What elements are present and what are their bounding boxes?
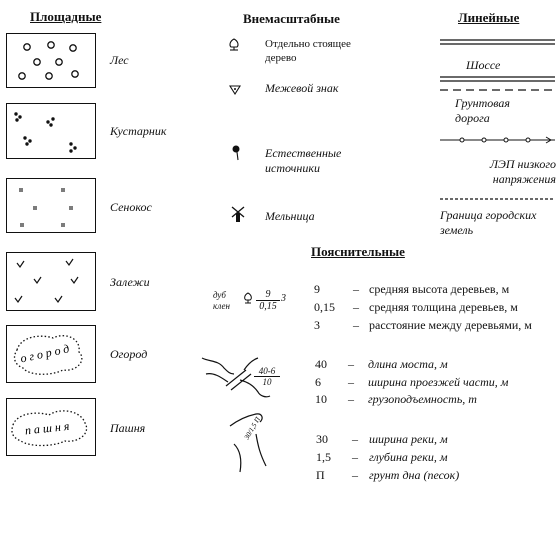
tree-row-dash: – [353, 318, 359, 332]
tree-row-dash: – [353, 300, 359, 314]
arable-inner-text: пашня [24, 419, 73, 438]
tree-formula-right: 3 [281, 293, 286, 304]
tree-formula-denominator: 0,15 [256, 300, 280, 312]
shrub-dots [14, 112, 77, 153]
vegetable-garden-symbol: огород [6, 325, 96, 383]
bridge-row-value: 10 [315, 392, 327, 406]
bridge-row-value: 6 [315, 375, 321, 389]
tree-row-dash: – [353, 282, 359, 296]
areal-label-arable-land: Пашня [110, 421, 146, 435]
river-row-value: П [316, 468, 325, 482]
tree-row-value: 3 [314, 318, 320, 332]
header-explanatory: Пояснительные [311, 244, 405, 259]
header-linear: Линейные [458, 10, 520, 25]
forest-circles [18, 41, 79, 80]
tree-row-value: 0,15 [314, 300, 335, 314]
forest-symbol [6, 33, 96, 88]
tree-formula-bottom-left: клен [213, 301, 230, 311]
bridge-row-value: 40 [315, 357, 327, 371]
linear-label-city-boundary: Граница городских земель [440, 208, 537, 237]
header-offscale: Внемасштабные [243, 11, 340, 26]
bridge-row-text: длина моста, м [368, 357, 448, 371]
tree-icon [229, 38, 239, 51]
shrub-symbol [6, 103, 96, 159]
hayfield-ticks [19, 188, 73, 227]
header-areal: Площадные [30, 9, 102, 24]
tree-formula-fraction: 9 0,15 [256, 289, 280, 312]
spring-icon [232, 145, 240, 161]
areal-label-hayfield: Сенокос [110, 200, 152, 214]
linear-label-dirt-road: Грунтовая дорога [455, 96, 510, 125]
areal-label-forest: Лес [110, 53, 129, 67]
tree-formula-numerator: 9 [265, 289, 271, 300]
bridge-row-dash: – [348, 357, 354, 371]
hayfield-symbol [6, 178, 96, 233]
bridge-icon [201, 357, 271, 398]
river-row-dash: – [352, 468, 358, 482]
linear-label-power-line: ЛЭП низкого напряжения [489, 157, 556, 186]
arable-outline: пашня [11, 410, 88, 447]
fallow-symbol [6, 252, 96, 311]
bridge-formula-numerator: 40-6 [258, 366, 276, 376]
tree-row-value: 9 [314, 282, 320, 296]
river-row-dash: – [352, 432, 358, 446]
river-row-text: ширина реки, м [369, 432, 448, 446]
river-row-text: глубина реки, м [369, 450, 448, 464]
fallow-checks [14, 258, 79, 304]
mill-icon [231, 206, 245, 222]
offscale-label-spring: Естественные источники [265, 146, 342, 175]
linear-label-highway: Шоссе [466, 58, 501, 72]
river-row-value: 30 [316, 432, 328, 446]
tree-row-text: расстояние между деревьями, м [369, 318, 532, 332]
garden-inner-text: огород [19, 341, 73, 366]
bridge-row-text: ширина проезжей части, м [368, 375, 509, 389]
river-row-text: грунт дна (песок) [369, 468, 460, 482]
areal-label-fallow: Залежи [110, 275, 150, 289]
road-line-top [440, 39, 555, 45]
bridge-row-text: грузоподъемность, т [368, 392, 477, 406]
bridge-formula-fraction: 40-6 10 [254, 366, 280, 387]
bridge-row-dash: – [348, 375, 354, 389]
bridge-formula-denominator: 10 [254, 376, 280, 387]
river-icon: 30/1,5 П [229, 413, 267, 473]
areal-label-vegetable-garden: Огород [110, 347, 148, 361]
city-boundary-icon [440, 198, 555, 200]
garden-outline: огород [13, 335, 83, 375]
tree-formula-labels: дуб клен [213, 290, 230, 312]
tree-row-text: средняя высота деревьев, м [369, 282, 510, 296]
tree-formula-icon [244, 292, 252, 304]
dirt-road-icon [440, 89, 555, 91]
power-line-icon [440, 136, 555, 144]
areal-label-shrub: Кустарник [110, 124, 167, 138]
tree-row-text: средняя толщина деревьев, м [369, 300, 518, 314]
offscale-label-boundary-mark: Межевой знак [265, 81, 339, 95]
boundary-mark-icon [229, 85, 241, 96]
river-formula-text: 30/1,5 П [242, 415, 262, 442]
arable-land-symbol: пашня [6, 398, 96, 456]
bridge-row-dash: – [348, 392, 354, 406]
highway-icon [440, 76, 555, 82]
offscale-label-tree: Отдельно стоящее дерево [265, 38, 351, 64]
river-row-value: 1,5 [316, 450, 331, 464]
tree-formula-top-left: дуб [213, 290, 226, 300]
river-row-dash: – [352, 450, 358, 464]
offscale-label-mill: Мельница [265, 209, 315, 223]
